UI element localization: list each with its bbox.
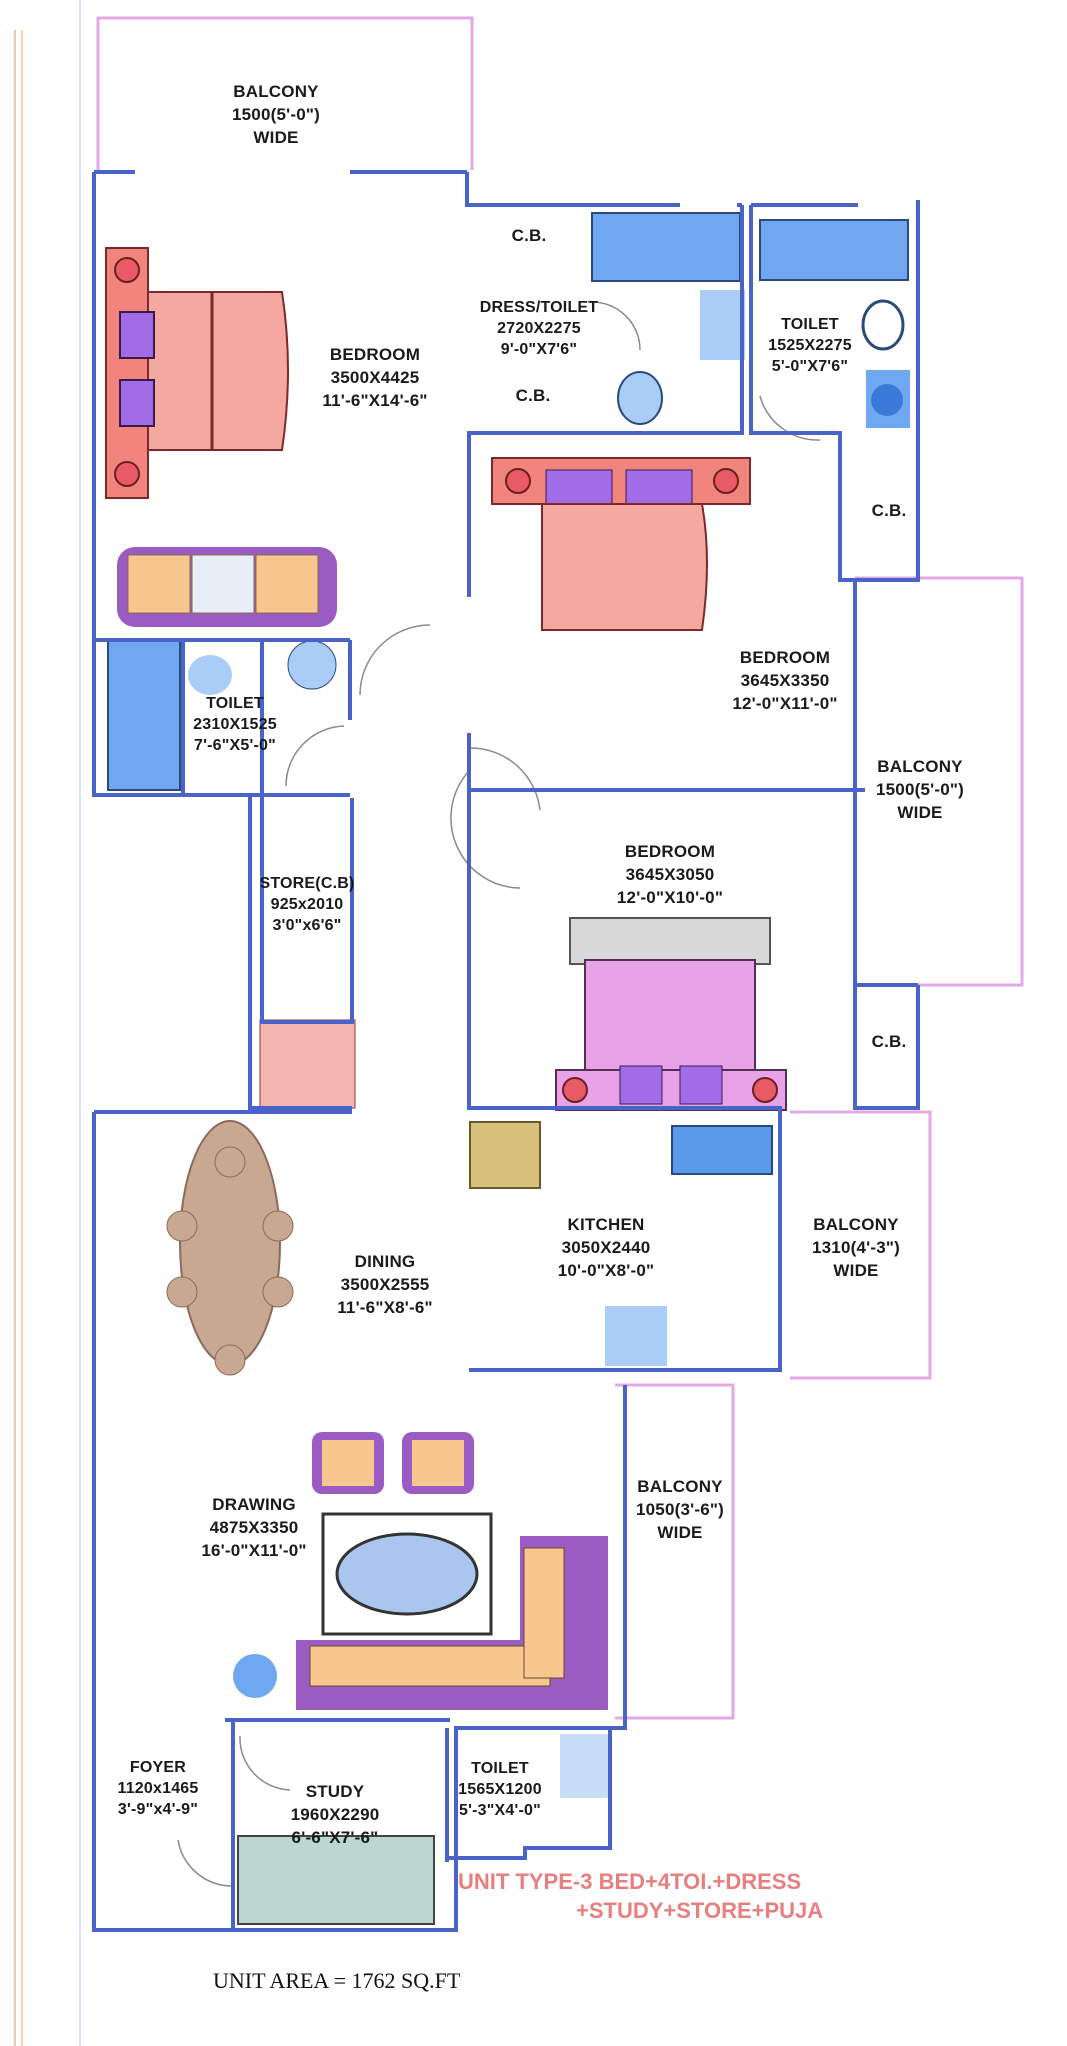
- room-size: 925x2010: [270, 896, 344, 913]
- room-name: FOYER: [129, 1759, 187, 1776]
- room-size-imperial: 3'-9"x4'-9": [117, 1801, 199, 1818]
- room-name: C.B.: [871, 501, 907, 520]
- room-name: DINING: [354, 1252, 416, 1271]
- room-size-imperial: 12'-0"X11'-0": [732, 694, 838, 713]
- room-size: 3645X3350: [740, 671, 830, 690]
- room-size-imperial: 11'-6"X8'-6": [337, 1298, 433, 1317]
- room-name: TOILET: [471, 1760, 529, 1777]
- room-size-imperial: 12'-0"X10'-0": [616, 888, 724, 907]
- room-label-foyer: FOYER 1120x1465 3'-9"x4'-9": [117, 1757, 198, 1820]
- unit-area-caption: UNIT AREA = 1762 SQ.FT: [213, 1968, 461, 1993]
- room-label-balcony-drawing: BALCONY 1050(3'-6") WIDE: [636, 1475, 724, 1544]
- room-name: BALCONY: [233, 82, 319, 101]
- room-size-imperial: 5'-3"X4'-0": [459, 1802, 541, 1819]
- room-label-cb-dress-top: C.B.: [512, 224, 547, 247]
- margin-lines: [14, 0, 81, 2046]
- room-label-balcony-kitchen: BALCONY 1310(4'-3") WIDE: [812, 1213, 900, 1282]
- room-name: TOILET: [206, 695, 264, 712]
- room-name: BALCONY: [877, 757, 963, 776]
- room-label-store: STORE(C.B) 925x2010 3'0"x6'6": [259, 873, 354, 936]
- balcony-outlines: [96, 16, 1024, 1720]
- room-size: 1500(5'-0"): [875, 780, 965, 799]
- room-size: 1310(4'-3"): [811, 1238, 901, 1257]
- room-size: 1525X2275: [768, 337, 852, 354]
- room-size: 2720X2275: [497, 320, 581, 337]
- room-size: 3500X2555: [340, 1275, 430, 1294]
- room-label-dress-toilet: DRESS/TOILET 2720X2275 9'-0"X7'6": [480, 297, 599, 360]
- room-label-drawing: DRAWING 4875X3350 16'-0"X11'-0": [201, 1493, 306, 1562]
- room-size: 3645X3050: [625, 865, 715, 884]
- room-size-imperial: 7'-6"X5'-0": [194, 737, 276, 754]
- room-size-imperial: 11'-6"X14'-6": [322, 391, 428, 410]
- room-name: DRESS/TOILET: [479, 299, 599, 316]
- room-label-cb-right-1: C.B.: [872, 499, 907, 522]
- room-size-imperial: WIDE: [833, 1261, 879, 1280]
- room-name: STORE(C.B): [259, 875, 355, 892]
- room-size-imperial: 10'-0"X8'-0": [557, 1261, 655, 1280]
- room-name: C.B.: [515, 386, 551, 405]
- room-size-imperial: WIDE: [897, 803, 943, 822]
- room-label-bedroom-master: BEDROOM 3500X4425 11'-6"X14'-6": [322, 343, 427, 412]
- room-size: 3500X4425: [330, 368, 420, 387]
- room-name: BEDROOM: [329, 345, 421, 364]
- room-name: BEDROOM: [624, 842, 716, 861]
- room-label-dining: DINING 3500X2555 11'-6"X8'-6": [337, 1250, 433, 1319]
- walls: [92, 170, 920, 1932]
- room-size: 1960X2290: [290, 1805, 380, 1824]
- room-size-imperial: 6'-6"X7'-6": [291, 1828, 379, 1847]
- room-label-toilet-bottom: TOILET 1565X1200 5'-3"X4'-0": [458, 1758, 542, 1821]
- room-label-balcony-top: BALCONY 1500(5'-0") WIDE: [232, 80, 320, 149]
- room-label-study: STUDY 1960X2290 6'-6"X7'-6": [291, 1780, 380, 1849]
- room-label-bedroom-2: BEDROOM 3645X3350 12'-0"X11'-0": [732, 646, 837, 715]
- room-size-imperial: 16'-0"X11'-0": [201, 1541, 307, 1560]
- room-name: BEDROOM: [739, 648, 831, 667]
- room-label-kitchen: KITCHEN 3050X2440 10'-0"X8'-0": [558, 1213, 655, 1282]
- unit-type-line-2: +STUDY+STORE+PUJA: [576, 1898, 824, 1923]
- room-label-cb-right-2: C.B.: [872, 1030, 907, 1053]
- room-size: 3050X2440: [561, 1238, 651, 1257]
- room-size-imperial: 9'-0"X7'6": [500, 341, 578, 358]
- room-name: C.B.: [871, 1032, 907, 1051]
- room-label-balcony-right: BALCONY 1500(5'-0") WIDE: [876, 755, 964, 824]
- room-size-imperial: 5'-0"X7'6": [771, 358, 849, 375]
- doors: [177, 301, 821, 1887]
- room-size-imperial: WIDE: [253, 128, 299, 147]
- room-size-imperial: WIDE: [657, 1523, 703, 1542]
- room-name: KITCHEN: [567, 1215, 645, 1234]
- room-label-toilet-right: TOILET 1525X2275 5'-0"X7'6": [768, 314, 852, 377]
- room-size: 1500(5'-0"): [231, 105, 321, 124]
- room-name: BALCONY: [813, 1215, 899, 1234]
- room-name: TOILET: [781, 316, 839, 333]
- furniture: [105, 212, 910, 1925]
- room-size: 1565X1200: [458, 1781, 542, 1798]
- room-size: 1050(3'-6"): [635, 1500, 725, 1519]
- room-size-imperial: 3'0"x6'6": [272, 917, 342, 934]
- room-name: C.B.: [511, 226, 547, 245]
- room-size: 1120x1465: [117, 1780, 199, 1797]
- room-label-cb-dress-bottom: C.B.: [516, 384, 551, 407]
- room-label-toilet-left: TOILET 2310X1525 7'-6"X5'-0": [193, 693, 277, 756]
- room-name: DRAWING: [212, 1495, 296, 1514]
- room-size: 2310X1525: [193, 716, 277, 733]
- room-name: BALCONY: [637, 1477, 723, 1496]
- room-size: 4875X3350: [209, 1518, 299, 1537]
- unit-type-caption: UNIT TYPE-3 BED+4TOI.+DRESS +STUDY+STORE…: [458, 1867, 823, 1925]
- room-name: STUDY: [305, 1782, 365, 1801]
- unit-type-line-1: UNIT TYPE-3 BED+4TOI.+DRESS: [458, 1869, 802, 1894]
- room-label-bedroom-3: BEDROOM 3645X3050 12'-0"X10'-0": [617, 840, 723, 909]
